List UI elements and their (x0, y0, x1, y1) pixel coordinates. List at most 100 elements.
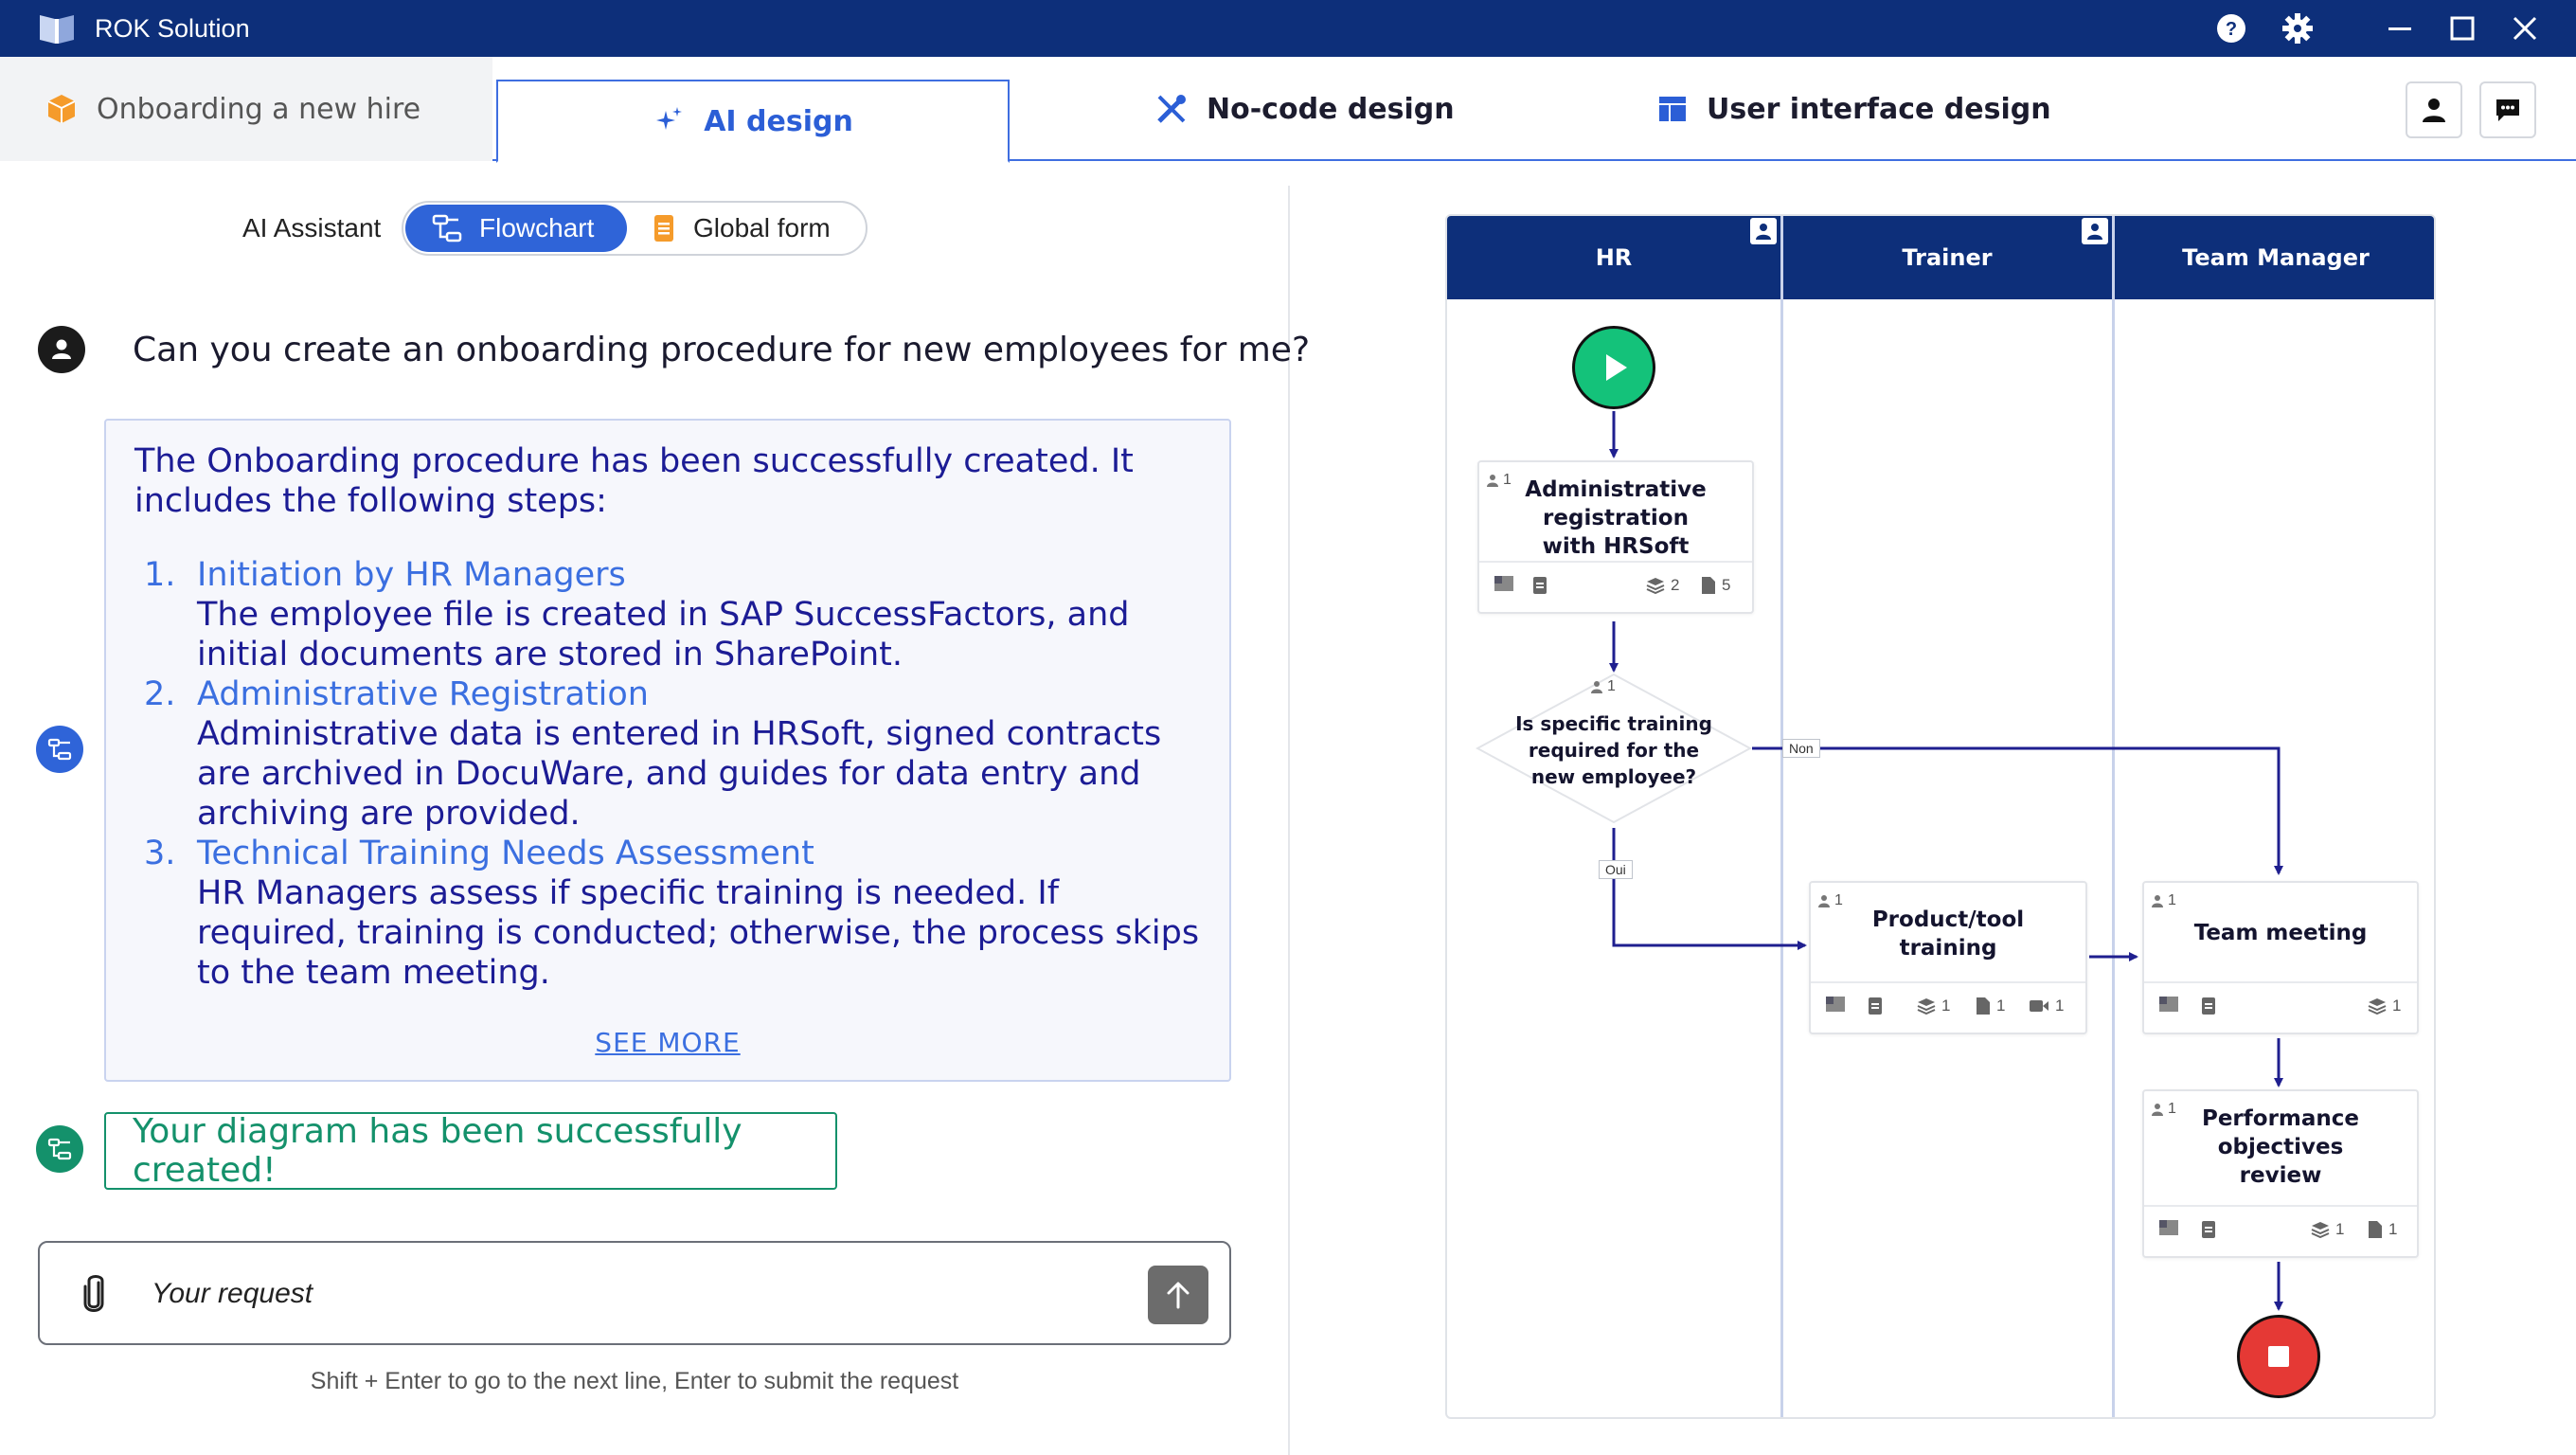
svg-text:?: ? (2226, 19, 2237, 40)
document-icon (2201, 1220, 2216, 1239)
step-number: 2. (144, 675, 176, 713)
node-user-count: 1 (1589, 678, 1616, 695)
user-icon (2152, 1104, 2163, 1116)
settings-gear-icon[interactable] (2279, 9, 2317, 47)
lane-header-team-manager: Team Manager (2114, 216, 2434, 299)
lane-separator (1780, 216, 1783, 1417)
tab-onboarding[interactable]: Onboarding a new hire (0, 57, 492, 161)
flowchart-icon (432, 214, 462, 242)
see-more-link[interactable]: SEE MORE (595, 1027, 741, 1058)
lane-header-trainer: Trainer (1782, 216, 2112, 299)
box-icon (45, 93, 78, 125)
input-hint: Shift + Enter to go to the next line, En… (310, 1368, 959, 1394)
play-icon (1606, 354, 1627, 381)
lane-header-hr: HR (1447, 216, 1780, 299)
tab-no-code-design[interactable]: No-code design (1155, 57, 1455, 161)
step-title: Technical Training Needs Assessment (197, 835, 814, 872)
task-node-performance-review[interactable]: 1 Performance objectives review 1 1 (2142, 1089, 2419, 1258)
app-title: ROK Solution (95, 14, 250, 43)
global-form-mode-button[interactable]: Global form (653, 205, 831, 252)
node-footer: 2 5 (1479, 561, 1752, 612)
layers-icon: 2 (1646, 576, 1679, 595)
close-icon[interactable] (2506, 9, 2544, 47)
attachment-icon[interactable] (80, 1273, 108, 1320)
tab-bar: Onboarding a new hire AI design No-code … (0, 57, 2576, 163)
start-event[interactable] (1572, 326, 1655, 409)
form-icon (654, 215, 673, 242)
task-node-product-tool-training[interactable]: 1 Product/tool training 1 1 1 (1809, 881, 2087, 1034)
step-number: 1. (144, 556, 176, 594)
node-footer: 1 (2144, 981, 2417, 1033)
node-footer: 1 1 (2144, 1205, 2417, 1256)
task-node-team-meeting[interactable]: 1 Team meeting 1 (2142, 881, 2419, 1034)
flowchart-mode-button[interactable]: Flowchart (405, 205, 627, 252)
flowchart-connectors (1609, 411, 2283, 1311)
user-icon (1818, 895, 1830, 907)
user-profile-button[interactable] (2406, 81, 2462, 138)
title-bar: ROK Solution ? (0, 0, 2576, 57)
user-icon (52, 339, 71, 359)
decision-node[interactable]: 1 Is specific training required for the … (1476, 673, 1752, 824)
tab-no-code-design-label: No-code design (1207, 92, 1455, 126)
help-icon[interactable]: ? (2212, 9, 2250, 47)
user-icon (1591, 681, 1602, 693)
node-user-count: 1 (1485, 472, 1512, 489)
edge-label-no: Non (1782, 739, 1820, 758)
tab-ai-design[interactable]: AI design (496, 80, 1010, 163)
chat-icon (2496, 99, 2519, 121)
answer-intro-text: The Onboarding procedure has been succes… (134, 442, 1134, 520)
assistant-avatar (36, 726, 83, 773)
chat-button[interactable] (2479, 81, 2536, 138)
file-icon: 1 (2368, 1220, 2397, 1239)
file-icon: 5 (1701, 576, 1730, 595)
node-user-count: 1 (2150, 1101, 2176, 1118)
step-description: HR Managers assess if specific training … (197, 874, 1200, 992)
step-description: The employee file is created in SAP Succ… (197, 596, 1130, 674)
request-input[interactable] (152, 1267, 1099, 1320)
flag-icon (2159, 997, 2178, 1012)
flowchart-canvas[interactable]: HR Trainer Team Manager 1 (1445, 214, 2436, 1419)
node-title: Team meeting (2193, 921, 2368, 945)
document-icon (1868, 997, 1883, 1015)
request-input-box (38, 1241, 1231, 1345)
node-user-count: 1 (1816, 892, 1843, 909)
user-question-text: Can you create an onboarding procedure f… (133, 331, 1311, 369)
send-button[interactable] (1148, 1266, 1208, 1324)
step-number: 3. (144, 835, 176, 872)
node-user-count: 1 (2150, 892, 2176, 909)
tab-ai-design-label: AI design (704, 104, 853, 138)
tab-user-interface-design-label: User interface design (1707, 92, 2051, 126)
layers-icon: 1 (1917, 997, 1950, 1015)
global-form-mode-label: Global form (693, 213, 831, 242)
flag-icon (1494, 576, 1513, 591)
flag-icon (1826, 997, 1845, 1012)
user-icon (2152, 895, 2163, 907)
lane-user-icon[interactable] (2082, 218, 2108, 244)
arrow-up-icon (1167, 1282, 1190, 1309)
list-item: 3. Technical Training Needs Assessment H… (144, 834, 1214, 993)
document-icon (2201, 997, 2216, 1015)
flowchart-icon (47, 1138, 72, 1160)
lane-user-icon[interactable] (1750, 218, 1777, 244)
task-node-administrative-registration[interactable]: 1 Administrative registration with HRSof… (1477, 460, 1754, 614)
layers-icon: 1 (2311, 1220, 2344, 1239)
assistant-answer-box: The Onboarding procedure has been succes… (104, 419, 1231, 1082)
user-avatar (38, 326, 85, 373)
flag-icon (2159, 1220, 2178, 1235)
steps-list: 1. Initiation by HR Managers The employe… (144, 555, 1214, 993)
end-event[interactable] (2237, 1315, 2320, 1398)
assistant-avatar-success (36, 1125, 83, 1173)
minimize-icon[interactable] (2381, 9, 2419, 47)
document-icon (1532, 576, 1547, 595)
node-title: Product/tool training (1871, 907, 2025, 961)
stop-icon (2268, 1346, 2289, 1367)
panel-divider (1288, 186, 1290, 1455)
edge-label-yes: Oui (1599, 860, 1633, 879)
app-logo-icon (38, 11, 76, 45)
flowchart-mode-label: Flowchart (479, 213, 595, 242)
diagram-success-message: Your diagram has been successfully creat… (104, 1112, 837, 1190)
tab-user-interface-design[interactable]: User interface design (1657, 57, 2051, 161)
maximize-icon[interactable] (2443, 9, 2481, 47)
sparkle-icon (653, 105, 685, 137)
flowchart-icon (47, 738, 72, 761)
